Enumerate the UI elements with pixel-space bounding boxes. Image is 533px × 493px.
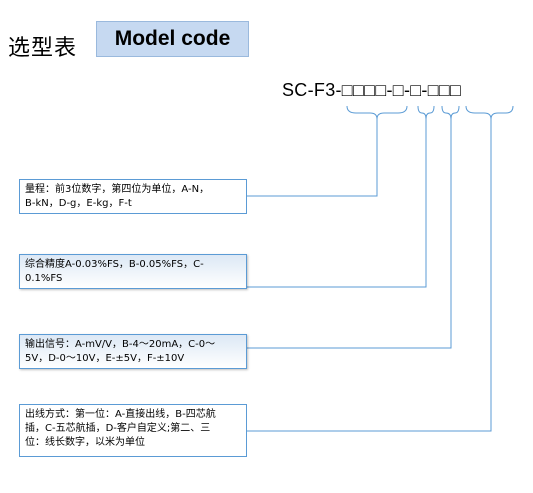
connector-range [247, 119, 378, 197]
connector-output [247, 119, 452, 349]
model-code-badge: Model code [96, 21, 249, 57]
range-description-box: 量程：前3位数字，第四位为单位，A-N， B-kN，D-g，E-kg，F-t [19, 179, 247, 214]
cable-description-box: 出线方式：第一位：A-直接出线，B-四芯航 插，C-五芯航插，D-客户自定义;第… [19, 404, 247, 457]
bracket-output [441, 105, 460, 120]
connector-accuracy [247, 119, 427, 288]
connector-cable [247, 119, 492, 432]
output-signal-description-box: 输出信号：A-mV/V，B-4～20mA，C-0～ 5V，D-0～10V，E-±… [19, 334, 247, 369]
page-title: 选型表 [8, 36, 78, 61]
accuracy-description-box: 综合精度A-0.03%FS，B-0.05%FS，C- 0.1%FS [19, 254, 247, 289]
bracket-range [346, 105, 408, 120]
bracket-cable [465, 105, 514, 120]
model-code-string: SC-F3-□□□□-□-□-□□□ [282, 80, 462, 100]
bracket-accuracy [417, 105, 435, 120]
